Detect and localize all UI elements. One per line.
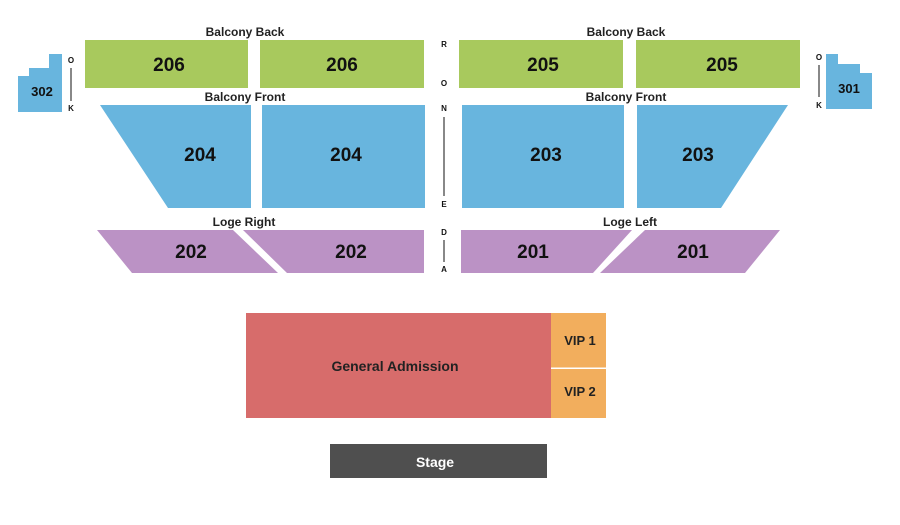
general-admission-label: General Admission: [331, 358, 458, 374]
section-202-right-label: 202: [335, 242, 367, 263]
center-letter-e: E: [441, 200, 447, 209]
general-admission-shape[interactable]: [246, 313, 551, 418]
right-box-letter-o: O: [816, 53, 822, 62]
vip-1-area[interactable]: VIP 1: [551, 313, 606, 368]
box-301[interactable]: 301: [826, 54, 872, 109]
section-201-left[interactable]: 201: [461, 230, 632, 273]
center-aisle-text: R O N E D A: [441, 40, 447, 274]
section-202-left-shape[interactable]: [97, 230, 278, 273]
section-203-left-shape[interactable]: [462, 105, 624, 208]
section-205-left-shape[interactable]: [459, 40, 623, 88]
section-205-right-shape[interactable]: [636, 40, 800, 88]
section-204-left-shape[interactable]: [100, 105, 251, 208]
section-201-left-label: 201: [517, 242, 549, 263]
box-302-label: 302: [31, 84, 53, 99]
section-205-left-label: 205: [527, 55, 559, 76]
section-202-right[interactable]: 202: [243, 230, 424, 273]
right-box-letter-k: K: [816, 101, 822, 110]
section-203-left-label: 203: [530, 145, 562, 166]
loge-left-label: Loge Left: [603, 215, 657, 229]
balcony-front-right-label: Balcony Front: [586, 90, 667, 104]
section-205-left[interactable]: 205: [459, 40, 623, 88]
balcony-front-left-label: Balcony Front: [205, 90, 286, 104]
section-201-left-shape[interactable]: [461, 230, 632, 273]
stage: Stage: [330, 444, 547, 478]
section-204-right-shape[interactable]: [262, 105, 425, 208]
center-letter-r: R: [441, 40, 447, 49]
section-206-right-label: 206: [326, 55, 358, 76]
section-204-left[interactable]: 204: [100, 105, 251, 208]
left-box-letter-o: O: [68, 56, 74, 65]
section-203-right-shape[interactable]: [637, 105, 788, 208]
section-204-left-label: 204: [184, 145, 216, 166]
vip-1-shape[interactable]: [551, 313, 606, 368]
section-202-left-label: 202: [175, 242, 207, 263]
loge-right-label: Loge Right: [213, 215, 276, 229]
section-202-right-shape[interactable]: [243, 230, 424, 273]
section-206-left-label: 206: [153, 55, 185, 76]
section-206-left-shape[interactable]: [85, 40, 248, 88]
box-302-shape[interactable]: [18, 54, 62, 112]
balcony-back-left-label: Balcony Back: [206, 25, 285, 39]
vip-2-label: VIP 2: [564, 384, 596, 399]
section-201-right[interactable]: 201: [600, 230, 780, 273]
center-letter-n: N: [441, 104, 447, 113]
center-letter-a: A: [441, 265, 447, 274]
section-203-right[interactable]: 203: [637, 105, 788, 208]
section-205-right-label: 205: [706, 55, 738, 76]
section-203-left[interactable]: 203: [462, 105, 624, 208]
left-box-letter-k: K: [68, 104, 74, 113]
stage-label: Stage: [416, 454, 454, 470]
center-letter-d: D: [441, 228, 447, 237]
section-206-right-shape[interactable]: [260, 40, 424, 88]
vip-2-shape[interactable]: [551, 369, 606, 418]
section-204-right-label: 204: [330, 145, 362, 166]
section-204-right[interactable]: 204: [262, 105, 425, 208]
section-206-right[interactable]: 206: [260, 40, 424, 88]
section-203-right-label: 203: [682, 145, 714, 166]
section-202-left[interactable]: 202: [97, 230, 278, 273]
general-admission-area[interactable]: General Admission: [246, 313, 551, 418]
box-301-label: 301: [838, 81, 860, 96]
vip-1-label: VIP 1: [564, 333, 596, 348]
vip-2-area[interactable]: VIP 2: [551, 369, 606, 418]
box-302[interactable]: 302: [18, 54, 62, 112]
section-201-right-label: 201: [677, 242, 709, 263]
balcony-back-right-label: Balcony Back: [587, 25, 666, 39]
section-206-left[interactable]: 206: [85, 40, 248, 88]
stage-shape: [330, 444, 547, 478]
section-205-right[interactable]: 205: [636, 40, 800, 88]
center-letter-o: O: [441, 79, 447, 88]
section-201-right-shape[interactable]: [600, 230, 780, 273]
box-301-shape[interactable]: [826, 54, 872, 109]
